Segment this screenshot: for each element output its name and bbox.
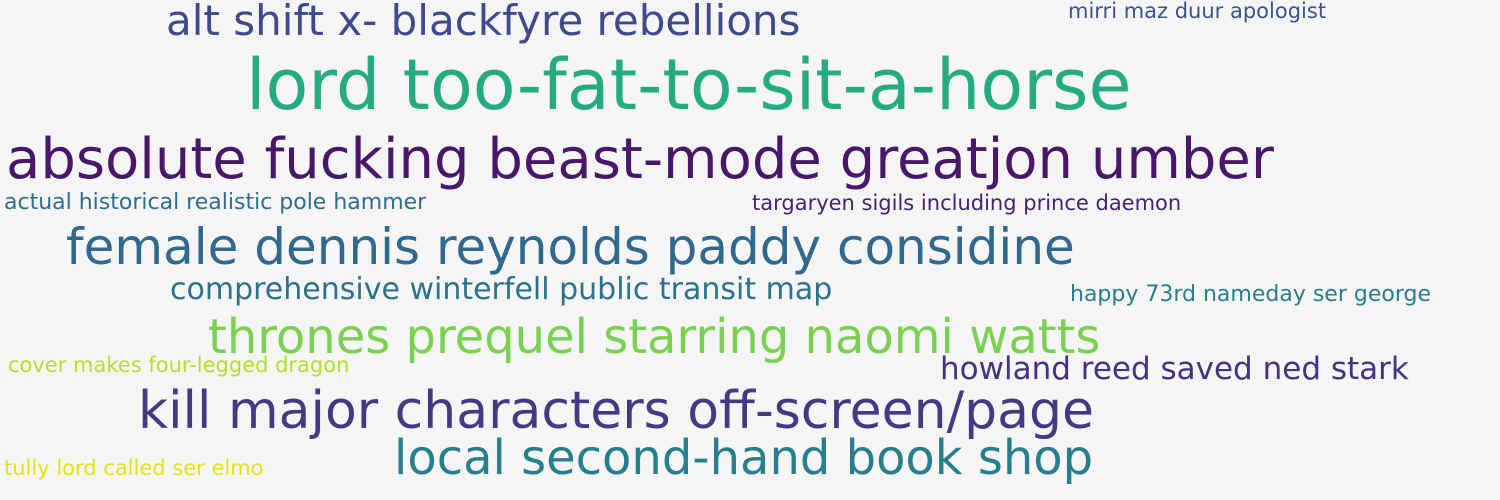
- cloud-word: absolute fucking beast-mode greatjon umb…: [6, 127, 1274, 192]
- cloud-word: mirri maz duur apologist: [1068, 0, 1327, 23]
- cloud-word: kill major characters off-screen/page: [138, 381, 1094, 441]
- cloud-word: thrones prequel starring naomi watts: [208, 309, 1101, 365]
- cloud-word: comprehensive winterfell public transit …: [170, 272, 833, 307]
- cloud-word: local second-hand book shop: [394, 430, 1094, 486]
- cloud-word: lord too-fat-to-sit-a-horse: [246, 44, 1132, 126]
- cloud-word: howland reed saved ned stark: [940, 351, 1409, 387]
- cloud-word: alt shift x- blackfyre rebellions: [166, 0, 801, 45]
- cloud-word: happy 73rd nameday ser george: [1070, 282, 1431, 307]
- cloud-word: tully lord called ser elmo: [4, 456, 264, 480]
- cloud-word: actual historical realistic pole hammer: [4, 190, 427, 215]
- cloud-word: targaryen sigils including prince daemon: [752, 191, 1182, 215]
- cloud-word: cover makes four-legged dragon: [8, 353, 350, 377]
- cloud-word: female dennis reynolds paddy considine: [66, 218, 1075, 276]
